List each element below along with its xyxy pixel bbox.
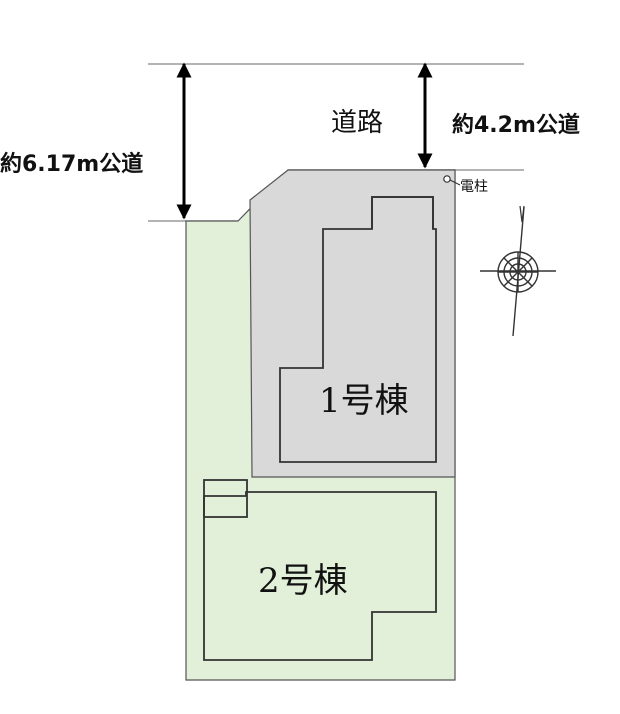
building-2-footprint — [203, 491, 437, 661]
building-1-annex — [371, 196, 434, 229]
building-2-label: 2号棟 — [258, 561, 348, 601]
road-label: 道路 — [331, 108, 384, 138]
utility-pole-label: 電柱 — [460, 179, 488, 195]
left-road-width-label: 約6.17m公道 — [0, 152, 144, 177]
building-1-label: 1号棟 — [319, 381, 409, 421]
building-2-annex — [203, 479, 248, 518]
right-road-width-label: 約4.2m公道 — [452, 113, 580, 138]
utility-pole-marker-icon — [443, 175, 461, 186]
north-compass-icon — [480, 205, 556, 337]
